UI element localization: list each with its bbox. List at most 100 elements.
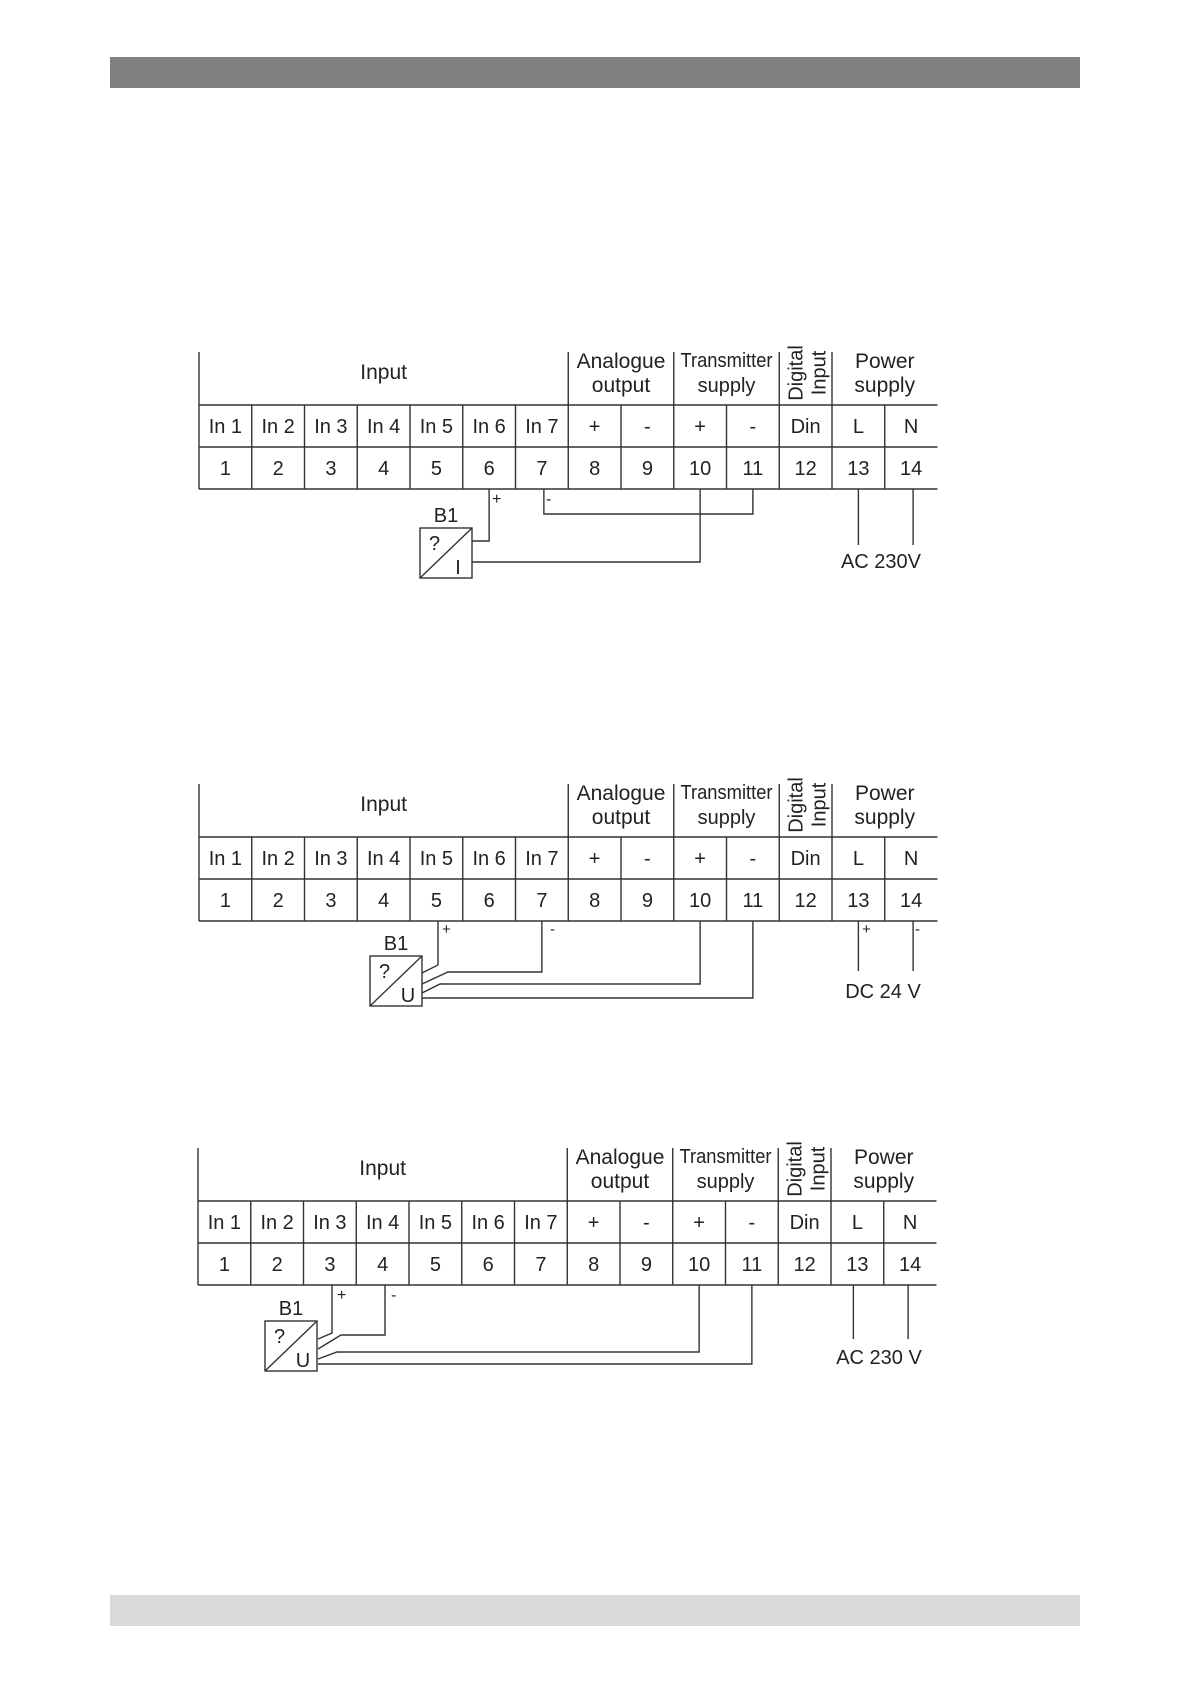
- wire: [422, 921, 754, 999]
- terminal-label: -: [749, 1212, 756, 1234]
- terminal-label: In 6: [472, 848, 505, 870]
- wire-minus-label: -: [550, 921, 555, 938]
- terminal-number: 11: [741, 1254, 762, 1276]
- supply-voltage-label: AC 230 V: [836, 1347, 922, 1369]
- terminal-number: 1: [219, 1254, 230, 1276]
- terminal-label: +: [694, 848, 706, 870]
- sensor-diagonal: [264, 1320, 318, 1372]
- group-label-digital-input: Input: [809, 350, 831, 395]
- group-label-transmitter-supply: supply: [698, 807, 756, 829]
- group-label-transmitter-supply: Transmitter: [681, 350, 773, 372]
- terminal-number: 7: [535, 1254, 546, 1276]
- terminal-label: In 7: [525, 848, 558, 870]
- terminal-label: In 1: [209, 848, 242, 870]
- terminal-number: 14: [900, 890, 922, 912]
- wire: [421, 921, 701, 994]
- supply-plus-label: +: [862, 921, 871, 938]
- terminal-number: 6: [483, 1254, 494, 1276]
- terminal-number: 5: [430, 1254, 441, 1276]
- terminal-number: 10: [689, 890, 711, 912]
- group-label-input: Input: [360, 361, 407, 384]
- sensor-output-symbol: U: [401, 985, 415, 1007]
- group-label-power-supply: Power: [854, 1146, 914, 1169]
- terminal-label: +: [693, 1212, 705, 1234]
- terminal-number: 4: [377, 1254, 388, 1276]
- sensor-output-symbol: I: [455, 557, 461, 579]
- terminal-number: 9: [642, 458, 653, 480]
- sensor-name: B1: [434, 505, 458, 527]
- wire: [318, 1285, 753, 1365]
- terminal-number: 10: [689, 458, 711, 480]
- terminal-label: In 6: [472, 416, 505, 438]
- terminal-label: In 2: [260, 1212, 293, 1234]
- sensor-name: B1: [384, 933, 408, 955]
- terminal-label: In 5: [420, 848, 453, 870]
- terminal-number: 9: [641, 1254, 652, 1276]
- terminal-label: -: [643, 1212, 650, 1234]
- terminal-number: 5: [431, 890, 442, 912]
- group-label-analogue-output: output: [592, 374, 651, 397]
- footer-bar: [110, 1595, 1080, 1626]
- terminal-number: 3: [324, 1254, 335, 1276]
- terminal-label: Din: [790, 1212, 820, 1234]
- wire-plus-label: +: [492, 491, 501, 508]
- terminal-number: 1: [220, 458, 231, 480]
- group-label-analogue-output: Analogue: [577, 350, 666, 373]
- terminal-label: In 4: [367, 416, 400, 438]
- supply-minus-label: -: [915, 921, 920, 938]
- group-label-power-supply: Power: [855, 782, 915, 805]
- group-label-power-supply: Power: [855, 350, 915, 373]
- supply-voltage-label: AC 230V: [841, 551, 922, 573]
- terminal-number: 2: [273, 890, 284, 912]
- terminal-number: 12: [795, 458, 817, 480]
- terminal-number: 8: [589, 890, 600, 912]
- group-label-input: Input: [360, 793, 407, 816]
- terminal-label: In 1: [208, 1212, 241, 1234]
- terminal-label: Din: [791, 416, 821, 438]
- group-label-analogue-output: Analogue: [577, 782, 666, 805]
- terminal-label: In 1: [209, 416, 242, 438]
- group-label-digital-input: Digital: [786, 345, 808, 401]
- terminal-label: N: [904, 848, 918, 870]
- terminal-number: 2: [272, 1254, 283, 1276]
- wire: [317, 1285, 386, 1350]
- wire: [317, 1285, 700, 1360]
- terminal-label: In 4: [366, 1212, 399, 1234]
- terminal-label: In 5: [419, 1212, 452, 1234]
- group-label-digital-input: Digital: [786, 777, 808, 833]
- group-label-power-supply: supply: [854, 374, 915, 397]
- sensor-quantity-symbol: ?: [379, 961, 390, 983]
- wire-minus-label: -: [391, 1287, 396, 1304]
- wire: [543, 489, 754, 515]
- terminal-label: +: [694, 416, 706, 438]
- sensor-diagonal: [369, 955, 423, 1007]
- terminal-number: 9: [642, 890, 653, 912]
- terminal-label: In 3: [314, 416, 347, 438]
- terminal-label: L: [853, 416, 864, 438]
- terminal-number: 5: [431, 458, 442, 480]
- group-label-transmitter-supply: supply: [698, 375, 756, 397]
- wire: [421, 921, 543, 985]
- terminal-number: 13: [847, 458, 869, 480]
- terminal-label: +: [588, 1212, 600, 1234]
- wire: [472, 489, 701, 563]
- group-label-transmitter-supply: Transmitter: [681, 782, 773, 804]
- terminal-label: Din: [791, 848, 821, 870]
- group-label-power-supply: supply: [853, 1170, 914, 1193]
- terminal-number: 2: [273, 458, 284, 480]
- terminal-number: 12: [794, 1254, 816, 1276]
- sensor-quantity-symbol: ?: [429, 533, 440, 555]
- wire-plus-label: +: [337, 1287, 346, 1304]
- header-bar: [110, 57, 1080, 88]
- terminal-number: 8: [589, 458, 600, 480]
- terminal-number: 4: [378, 458, 389, 480]
- terminal-number: 3: [325, 890, 336, 912]
- wire: [472, 489, 490, 542]
- terminal-label: In 4: [367, 848, 400, 870]
- terminal-label: In 2: [261, 416, 294, 438]
- sensor-diagonal: [419, 527, 473, 579]
- wire-plus-label: +: [442, 921, 451, 938]
- terminal-number: 14: [899, 1254, 921, 1276]
- terminal-number: 7: [536, 458, 547, 480]
